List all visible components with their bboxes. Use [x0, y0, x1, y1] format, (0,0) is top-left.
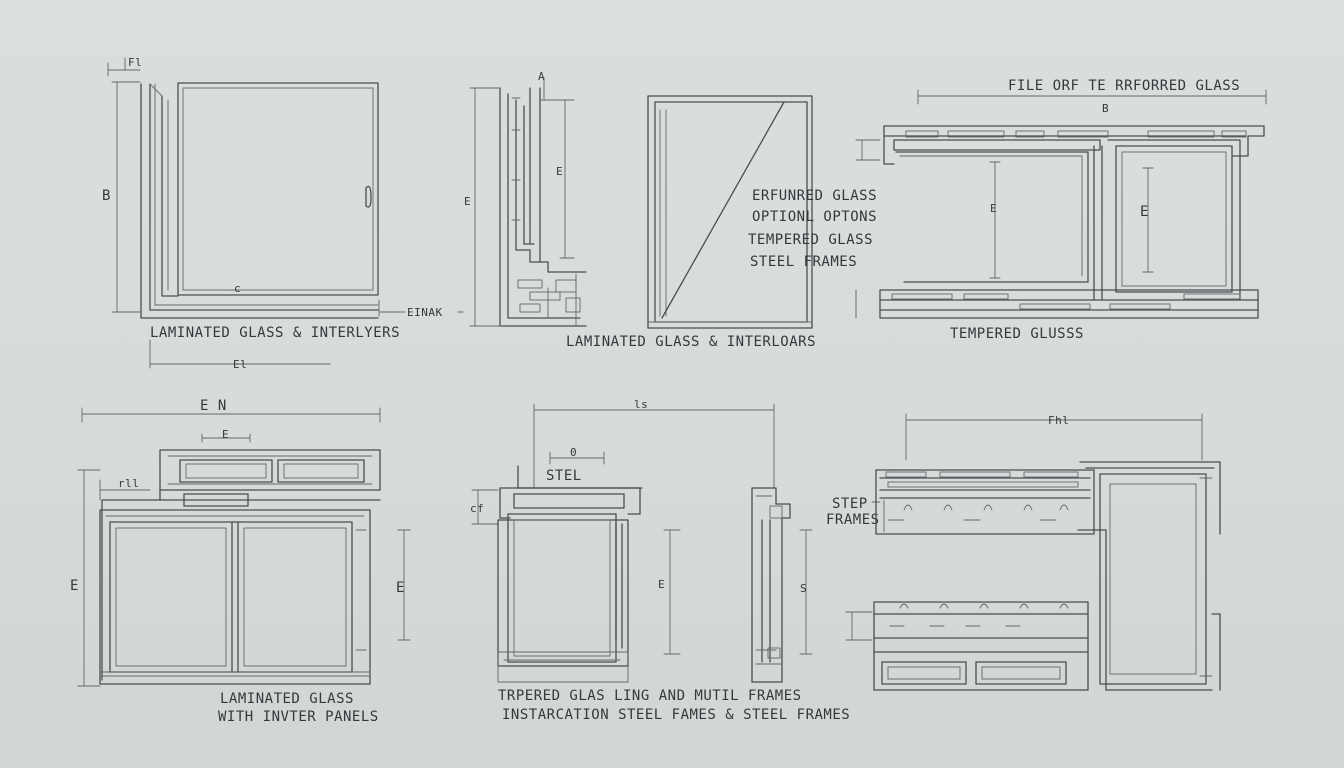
tl-dim-inner: c [234, 282, 241, 295]
br-label-2: FRAMES [826, 512, 880, 528]
tr-dimensions [855, 89, 1267, 319]
tc-note-4: STEEL FRAMES [750, 254, 857, 270]
bc-label: STEL [546, 468, 582, 484]
tc-dim-top: A [538, 70, 545, 83]
tr-caption: TEMPERED GLUSSS [950, 326, 1084, 342]
br-section-drawing [873, 461, 1221, 691]
bl-dim-right: E [396, 580, 405, 596]
tr-dim-inner-1: E [990, 202, 997, 215]
tr-dim-top: B [1102, 102, 1109, 115]
tc-dim-inner: E [556, 165, 563, 178]
tc-note-2: OPTIONL OPTONS [752, 209, 877, 225]
br-dimensions [845, 413, 1203, 641]
tc-dimensions [469, 77, 575, 327]
bl-caption-1: LAMINATED GLASS [220, 691, 354, 707]
bc-dim-right: S [800, 582, 807, 595]
bc-dim-sub: 0 [570, 446, 577, 459]
bc-dim-inner: E [658, 578, 665, 591]
bc-caption-1: TRPERED GLAS LING AND MUTIL FRAMES [498, 688, 802, 704]
tc-caption: LAMINATED GLASS & INTERLOARS [566, 334, 816, 350]
tr-title: FILE ORF TE RRFORRED GLASS [1008, 78, 1240, 94]
bl-caption-2: WITH INVTER PANELS [218, 709, 379, 725]
br-dim-top: Fhl [1048, 414, 1069, 427]
tl-dim-top: Fl [128, 56, 142, 69]
bl-dim-top: E N [200, 398, 227, 414]
tc-note-3: TEMPERED GLASS [748, 232, 873, 248]
tl-caption: LAMINATED GLASS & INTERLYERS [150, 325, 400, 341]
tl-dim-side: EINAK [407, 306, 443, 319]
br-label-1: STEP [832, 496, 868, 512]
tl-frame-detail [140, 82, 380, 319]
tc-section-profile [499, 87, 587, 327]
bc-dimensions [471, 403, 813, 655]
tl-dimensions [107, 57, 464, 369]
tl-dim-left: B [102, 188, 111, 204]
tc-note-1: ERFUNRED GLASS [752, 188, 877, 204]
tc-glass-panel [647, 95, 813, 329]
bc-dim-top: ls [634, 398, 648, 411]
bc-frame-drawing [497, 465, 791, 683]
tr-section-drawing [879, 125, 1265, 319]
bl-panel-drawing [99, 449, 381, 685]
tl-dim-bottom: El [233, 358, 247, 371]
bl-dim-mark: rll [118, 477, 139, 490]
bl-dim-left: E [70, 578, 79, 594]
bc-caption-2: INSTARCATION STEEL FAMES & STEEL FRAMES [502, 707, 850, 723]
bl-dim-sub: E [222, 428, 229, 441]
tc-dim-left: E [464, 195, 471, 208]
bc-dim-left: cf [470, 502, 484, 515]
tr-dim-inner-2: E [1140, 204, 1149, 220]
bl-dimensions [77, 407, 411, 687]
